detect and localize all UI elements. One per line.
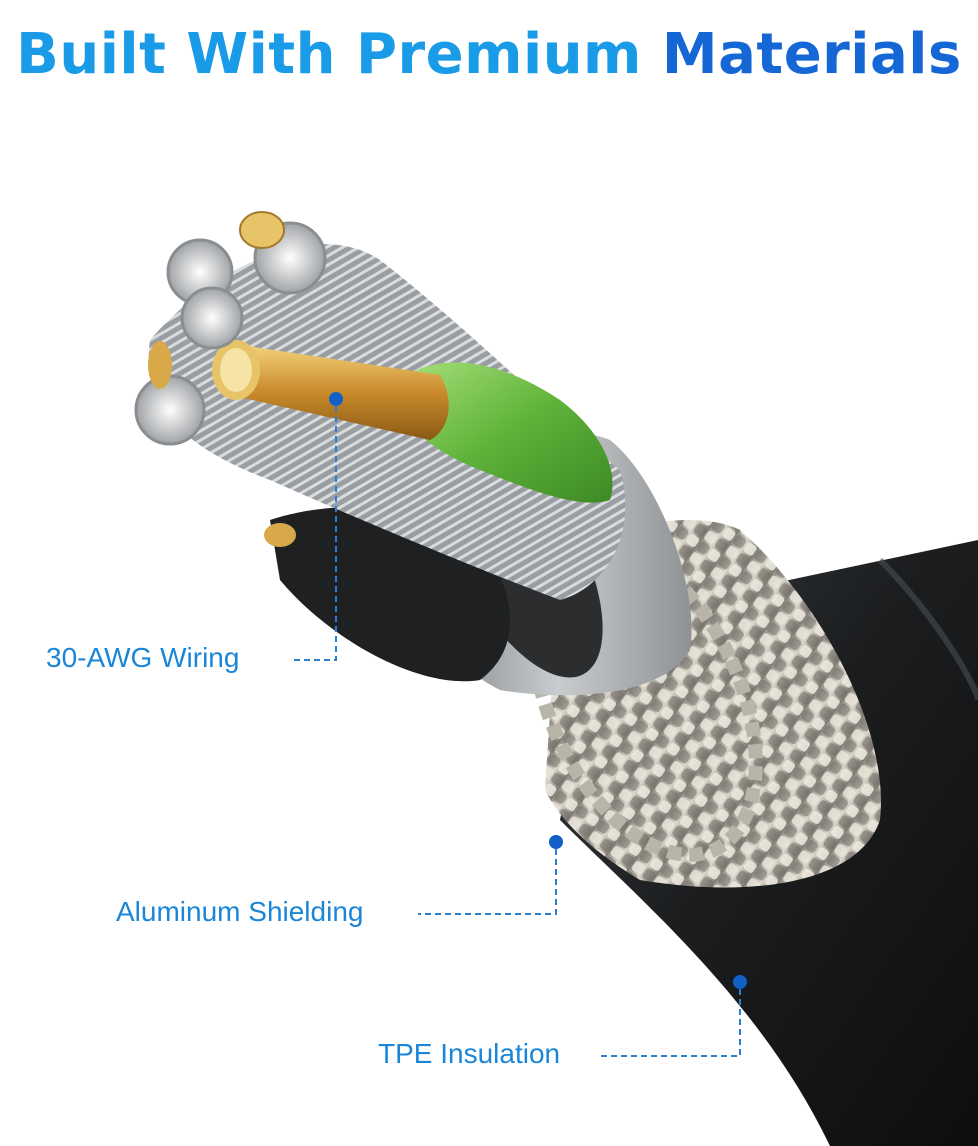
callout-label-insulation: TPE Insulation <box>378 1038 561 1069</box>
insulation-callout-dot <box>733 975 747 989</box>
shielding-callout-dot <box>549 835 563 849</box>
headline-word-premium: Premium <box>356 22 642 87</box>
headline-word-with: With <box>186 22 336 87</box>
callout-label-shielding: Aluminum Shielding <box>116 896 364 927</box>
wiring-callout-dot <box>329 392 343 406</box>
headline-word-materials: Materials <box>661 22 962 87</box>
callout-label-wiring: 30-AWG Wiring <box>46 642 240 673</box>
headline: Built With Premium Materials <box>0 22 978 87</box>
headline-word-built: Built <box>16 22 167 87</box>
